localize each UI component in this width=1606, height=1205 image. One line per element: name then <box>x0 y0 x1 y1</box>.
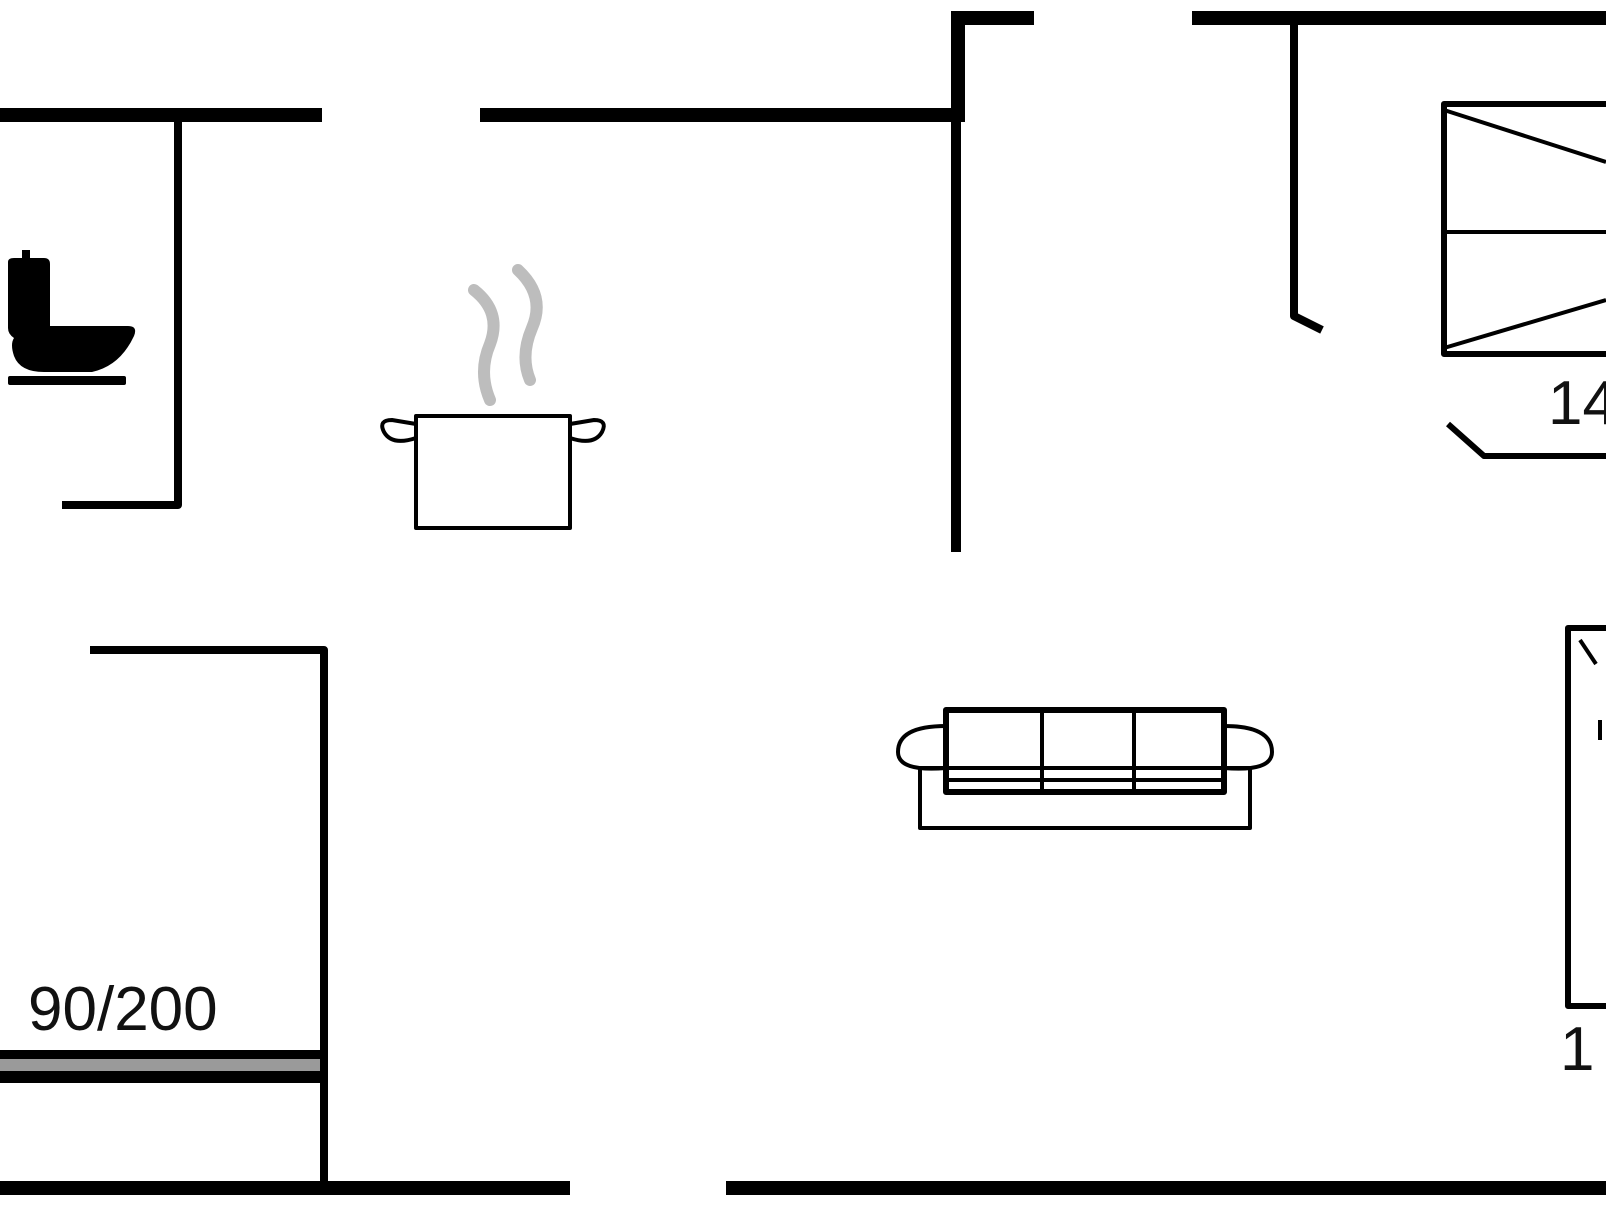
wall-bathroom <box>62 118 182 509</box>
bed-right <box>1565 625 1606 1009</box>
sofa-icon <box>896 707 1274 830</box>
walls <box>0 11 1606 1195</box>
bed-size-label-single: 90/200 <box>28 975 218 1044</box>
door-swing <box>1446 421 1606 459</box>
bed-size-label-top-right: 14 <box>1548 369 1606 438</box>
steam-icon <box>468 284 500 406</box>
wall-bedroom-top-right <box>1290 22 1324 334</box>
toilet-icon <box>8 250 136 385</box>
bed-top-right <box>1441 101 1606 459</box>
wall-top-middle <box>480 11 1034 122</box>
single-bed <box>0 1050 320 1083</box>
cooking-pot-icon <box>380 264 606 530</box>
bed-size-label-right: 1 <box>1560 1015 1594 1084</box>
wall-bedroom-left <box>90 646 328 1188</box>
